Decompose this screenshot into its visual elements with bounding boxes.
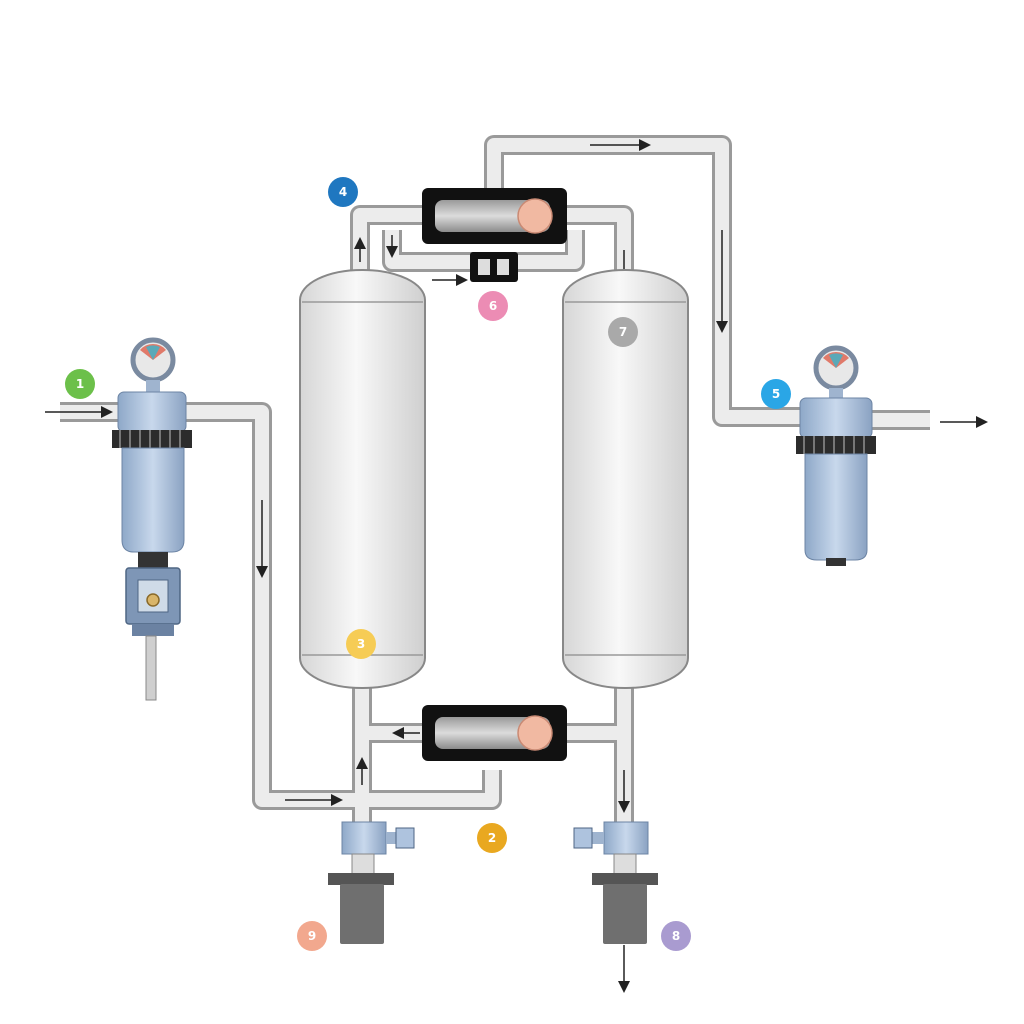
right-desiccant-tower bbox=[562, 269, 689, 689]
marker-7: 7 bbox=[608, 317, 638, 347]
svg-text:4: 4 bbox=[339, 185, 347, 199]
right-exhaust-valve bbox=[573, 821, 658, 944]
svg-text:8: 8 bbox=[672, 929, 680, 943]
svg-text:3: 3 bbox=[357, 637, 365, 651]
svg-text:6: 6 bbox=[489, 299, 497, 313]
marker-5: 5 bbox=[761, 379, 791, 409]
left-desiccant-tower bbox=[299, 269, 426, 689]
marker-3: 3 bbox=[346, 629, 376, 659]
marker-4: 4 bbox=[328, 177, 358, 207]
bottom-valve bbox=[422, 705, 567, 761]
marker-1: 1 bbox=[65, 369, 95, 399]
left-exhaust-valve bbox=[328, 821, 415, 944]
marker-2: 2 bbox=[477, 823, 507, 853]
marker-6: 6 bbox=[478, 291, 508, 321]
svg-text:2: 2 bbox=[488, 831, 496, 845]
svg-text:1: 1 bbox=[76, 377, 84, 391]
markers: 1 2 3 4 5 6 7 8 bbox=[65, 177, 791, 951]
after-filter bbox=[796, 345, 876, 566]
check-valve bbox=[470, 252, 518, 282]
marker-9: 9 bbox=[297, 921, 327, 951]
svg-text:7: 7 bbox=[619, 325, 627, 339]
marker-8: 8 bbox=[661, 921, 691, 951]
svg-text:9: 9 bbox=[308, 929, 316, 943]
pre-filter bbox=[112, 337, 192, 701]
svg-text:5: 5 bbox=[772, 387, 780, 401]
top-valve bbox=[422, 188, 567, 244]
